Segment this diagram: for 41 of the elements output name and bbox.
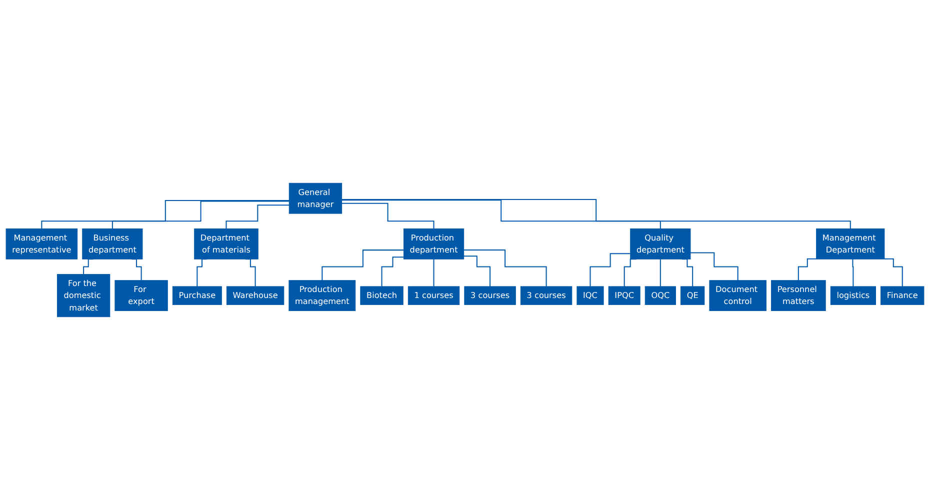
node-box: Quality department: [630, 228, 691, 260]
node-box: 3 courses: [520, 286, 572, 305]
node-box: Business department: [82, 228, 143, 260]
node-box: Management Department: [816, 228, 885, 260]
node-box: OQC: [644, 286, 676, 305]
connector: [660, 258, 661, 287]
connector: [884, 258, 903, 287]
node-box: Warehouse: [226, 286, 284, 305]
node-box: logistics: [830, 286, 876, 305]
node-box: QE: [680, 286, 705, 305]
node-box: Purchase: [172, 286, 222, 305]
connector: [226, 204, 290, 230]
connector: [798, 258, 816, 281]
node-box: 1 courses: [408, 286, 460, 305]
node-box: For export: [114, 280, 168, 312]
node-box: For the domestic market: [56, 274, 110, 318]
node-box: Management representative: [6, 228, 78, 260]
node-box: IPQC: [608, 286, 640, 305]
connector: [433, 258, 434, 287]
connector: [690, 252, 738, 281]
connector: [590, 253, 630, 287]
connector: [381, 256, 404, 287]
connector: [41, 200, 290, 230]
connector: [464, 250, 547, 287]
connector: [852, 258, 854, 287]
connector: [342, 198, 851, 230]
connector: [464, 256, 491, 287]
node-box: Department of materials: [194, 228, 258, 260]
node-box: Personnel matters: [771, 280, 826, 312]
connector: [322, 250, 404, 281]
connector: [342, 200, 661, 230]
node-box: Production department: [403, 228, 464, 260]
node-box: Biotech: [360, 286, 404, 305]
connector: [112, 200, 290, 230]
node-box: General manager: [288, 182, 342, 214]
connector: [342, 202, 434, 230]
node-box: Finance: [880, 286, 924, 305]
node-box: Production management: [288, 280, 356, 312]
node-box: 3 courses: [464, 286, 516, 305]
node-box: Document control: [709, 280, 766, 312]
node-box: IQC: [576, 286, 604, 305]
